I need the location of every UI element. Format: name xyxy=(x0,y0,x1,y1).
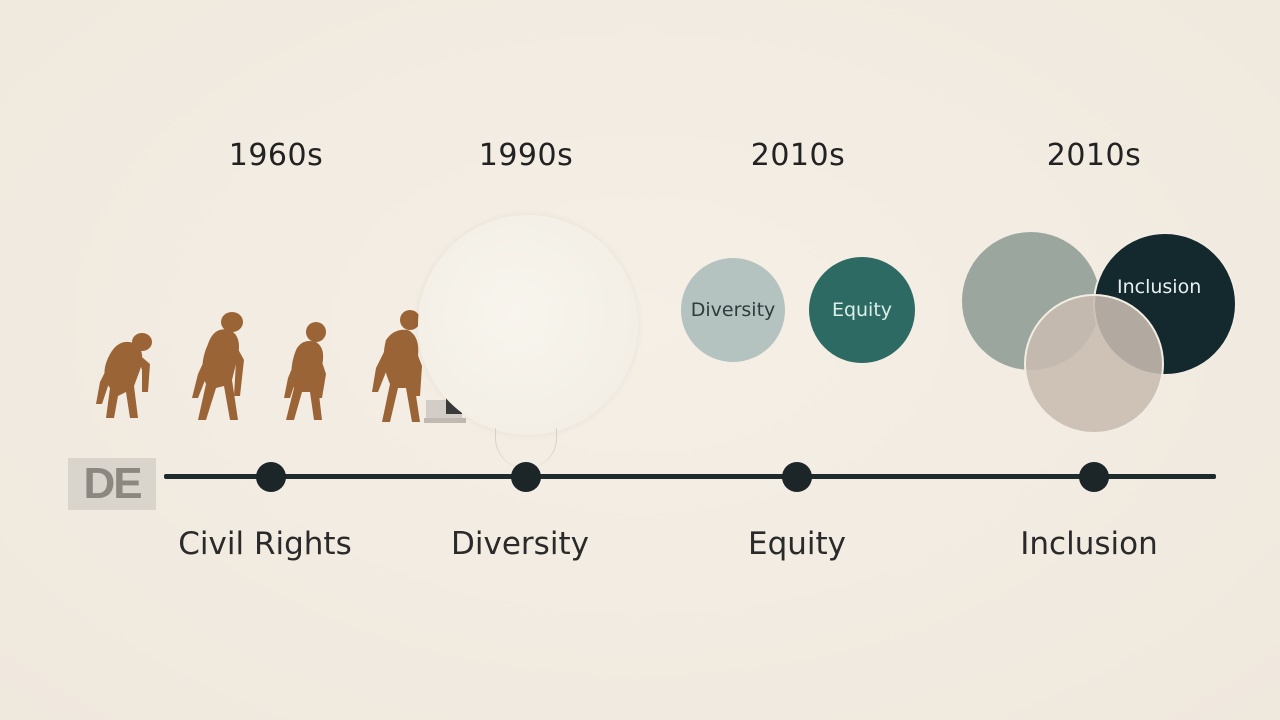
milestone-equity: Equity xyxy=(747,526,847,562)
evolution-figures xyxy=(96,310,466,423)
milestone-diversity: Diversity xyxy=(451,526,589,562)
ape-figure-2 xyxy=(192,312,244,420)
timeline-dot-2 xyxy=(511,462,541,492)
timeline-dot-4 xyxy=(1079,462,1109,492)
diversity-bubble xyxy=(418,215,638,435)
inclusion-circle-label: Inclusion xyxy=(1117,276,1202,298)
timeline-dot-3 xyxy=(782,462,812,492)
era-label-3: 2010s xyxy=(750,138,846,173)
equity-circle: Equity xyxy=(809,257,915,363)
milestone-civil-rights: Civil Rights xyxy=(178,526,352,562)
hominid-figure-3 xyxy=(284,322,326,420)
milestone-inclusion: Inclusion xyxy=(1020,526,1158,562)
era-label-4: 2010s xyxy=(1046,138,1142,173)
ape-figure-1 xyxy=(96,333,152,418)
diversity-circle: Diversity xyxy=(681,258,785,362)
equity-circle-label: Equity xyxy=(831,299,893,321)
beige-venn-circle xyxy=(1024,294,1164,434)
era-label-2: 1990s xyxy=(478,138,574,173)
diversity-circle-label: Diversity xyxy=(690,299,776,321)
hominid-figure-4 xyxy=(372,310,422,422)
timeline-line xyxy=(164,474,1216,479)
timeline-dot-1 xyxy=(256,462,286,492)
era-label-1: 1960s xyxy=(228,138,324,173)
de-logo: DE xyxy=(68,458,156,510)
